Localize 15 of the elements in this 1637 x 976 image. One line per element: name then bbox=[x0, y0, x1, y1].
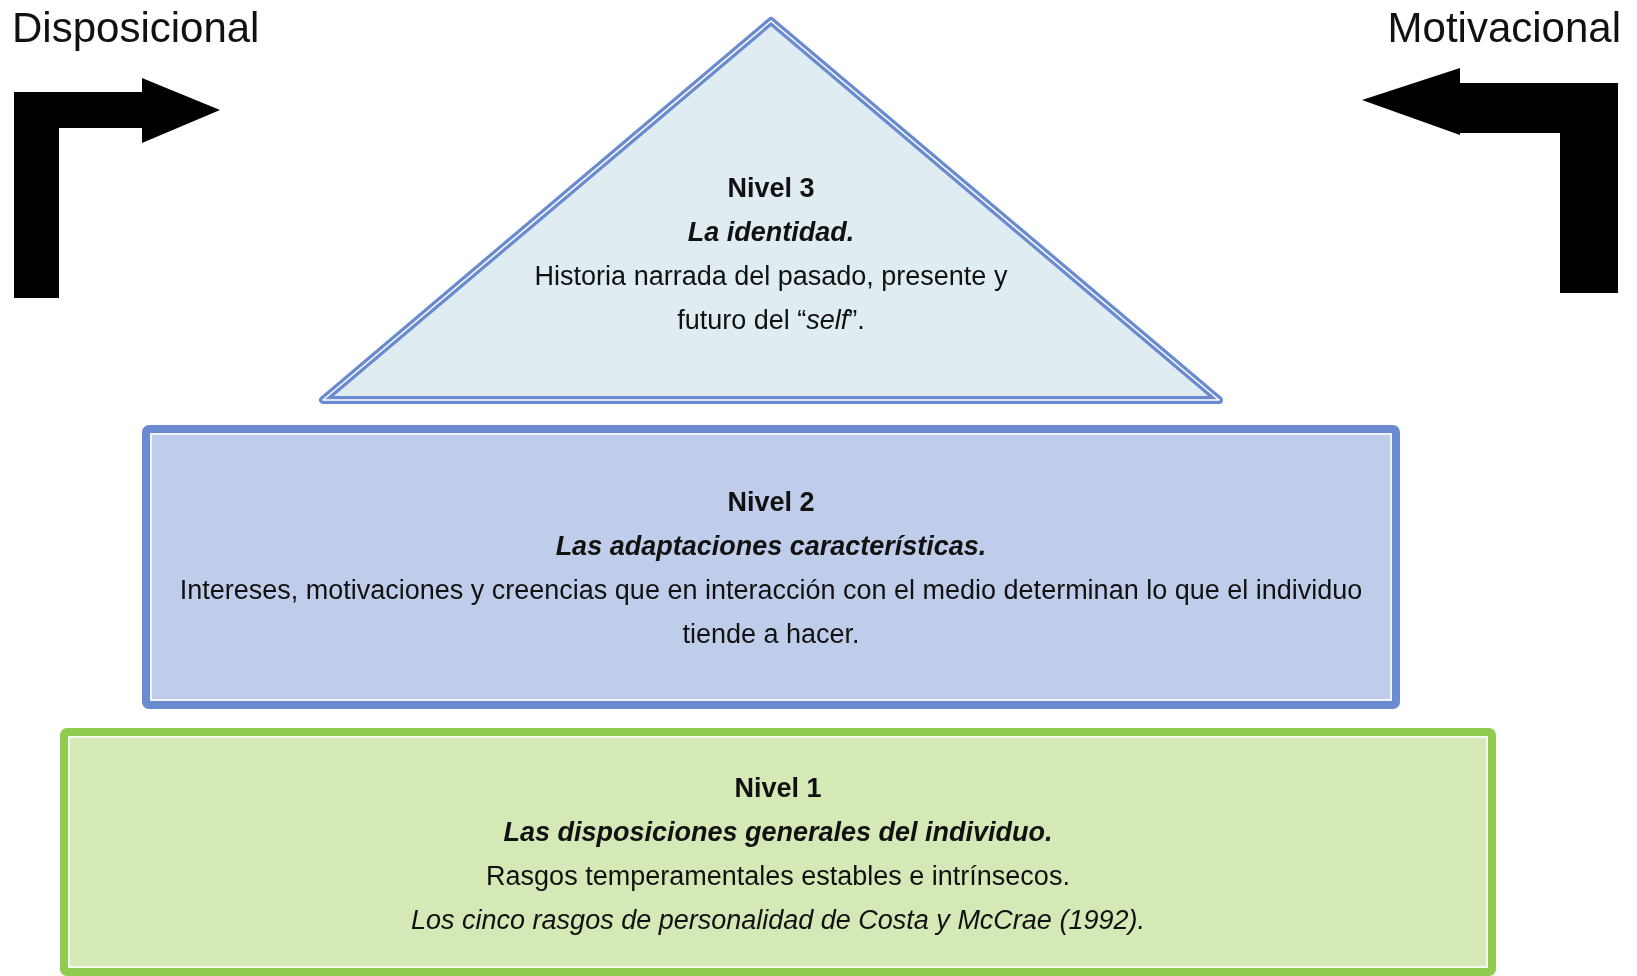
level-subtitle: Las adaptaciones características. bbox=[554, 530, 988, 563]
level-box bbox=[60, 728, 1496, 976]
citation-text: Los cinco rasgos de personalidad de Costa y McCrae (1992). bbox=[410, 904, 1146, 937]
level-subtitle: Las disposiciones generales del individuo. bbox=[502, 816, 1054, 849]
level-subtitle: La identidad. bbox=[686, 216, 856, 249]
axis-label: Disposicional bbox=[12, 4, 260, 52]
description-text: Intereses, motivaciones y creencias que en interacción con el medio determinan lo que el individuo tiende a hacer. bbox=[178, 574, 1364, 651]
level-title: Nivel 3 bbox=[726, 172, 816, 205]
level-title: Nivel 2 bbox=[726, 486, 816, 519]
triangle-level bbox=[318, 16, 1224, 406]
level-box bbox=[142, 425, 1400, 709]
axis-label: Motivacional bbox=[1387, 4, 1621, 52]
description-text: Rasgos temperamentales estables e intrínsecos. bbox=[485, 860, 1071, 893]
description-text: Historia narrada del pasado, presente y futuro del “self”. bbox=[533, 260, 1009, 337]
level-title: Nivel 1 bbox=[733, 772, 823, 805]
